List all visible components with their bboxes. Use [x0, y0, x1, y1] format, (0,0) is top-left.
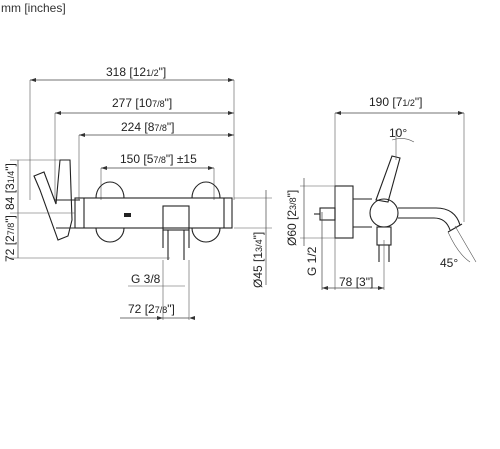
dim-190-label: 190 [71/2"] — [369, 95, 423, 109]
right-escutcheon — [191, 181, 221, 243]
outlet-box — [162, 205, 190, 231]
dim-dia45-label: Ø45 [13/4"] — [251, 232, 265, 288]
side-view: 190 [71/2"] 10° Ø60 [23/8"] G 1/2 78 [3"… — [285, 95, 477, 290]
spout — [398, 207, 461, 231]
dim-78-label: 78 [3"] — [339, 275, 373, 289]
dim-dia60-label: Ø60 [23/8"] — [285, 190, 299, 246]
angle-45-label: 45° — [440, 256, 458, 270]
mixer-body — [74, 197, 233, 229]
dim-277-label: 277 [107/8"] — [112, 96, 172, 110]
angle-10-label: 10° — [389, 126, 407, 140]
dim-72b-label: 72 [27/8"] — [128, 302, 175, 316]
dim-318-label: 318 [121/2"] — [106, 65, 166, 79]
left-escutcheon — [95, 181, 125, 243]
dim-150-label: 150 [57/8"] ±15 — [120, 152, 197, 166]
lever-handle — [33, 159, 73, 241]
dim-224-label: 224 [87/8"] — [121, 120, 175, 134]
thread-g38-label: G 3/8 — [131, 272, 161, 286]
mixer-body-circle — [369, 198, 399, 228]
thread-g12-label: G 1/2 — [305, 246, 319, 276]
dim-72-label: 72 [27/8"] — [3, 215, 17, 262]
wall-plate — [334, 185, 354, 239]
side-lever — [375, 155, 401, 203]
indicator-mark — [124, 213, 131, 217]
dim-84-label: 84 [31/4"] — [3, 163, 17, 210]
units-label: mm [inches] — [1, 1, 66, 15]
front-view: 318 [121/2"] 277 [107/8"] 224 [87/8"] 15… — [3, 65, 272, 320]
